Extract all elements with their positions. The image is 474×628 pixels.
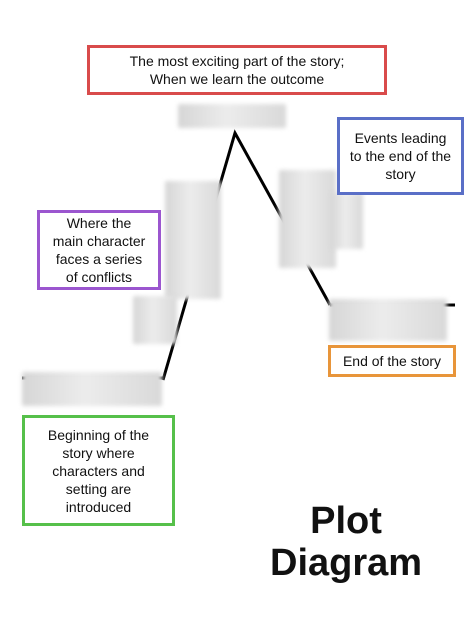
exposition-label-box: Beginning of the story where characters … [22, 415, 175, 526]
diagram-title: Plot Diagram [270, 500, 423, 584]
rising-action-label: Where the main character faces a series … [52, 215, 146, 285]
climax-label-box: The most exciting part of the story; Whe… [87, 45, 387, 95]
rising-action-label-box: Where the main character faces a series … [37, 210, 161, 290]
resolution-label: End of the story [342, 353, 442, 369]
blank-rising-action-answer[interactable] [165, 181, 221, 299]
blank-resolution-answer[interactable] [329, 299, 447, 341]
resolution-label-box: End of the story [328, 345, 456, 377]
blank-falling-action-answer[interactable] [279, 170, 336, 268]
falling-action-label: Events leading to the end of the story [349, 130, 452, 182]
blank-exposition-answer[interactable] [22, 372, 162, 406]
blank-climax-answer[interactable] [178, 104, 286, 128]
blank-rising-action-answer-lower[interactable] [133, 296, 177, 344]
blank-falling-action-answer-side[interactable] [331, 193, 363, 249]
falling-action-label-box: Events leading to the end of the story [337, 117, 464, 195]
climax-label: The most exciting part of the story; Whe… [129, 53, 345, 87]
exposition-label: Beginning of the story where characters … [47, 426, 150, 515]
